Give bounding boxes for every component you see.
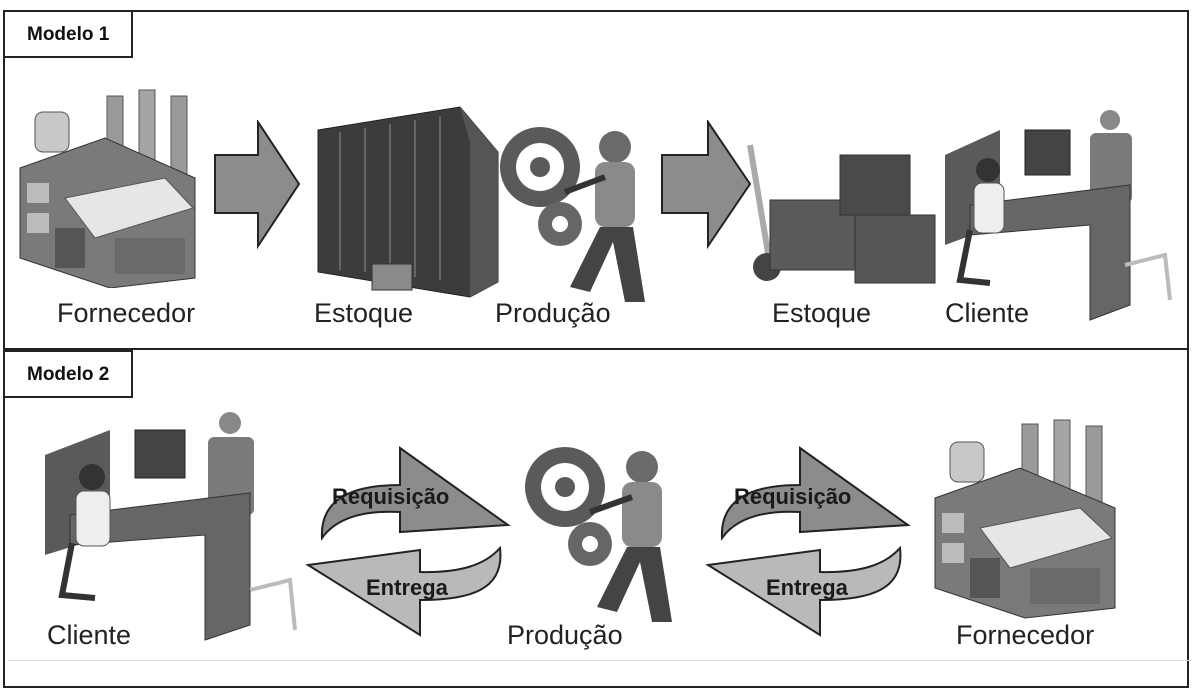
production-worker-icon-2 [525, 447, 672, 622]
request-text-right: Requisição [734, 484, 851, 509]
factory-icon [19, 89, 196, 288]
office-customer-icon-2 [45, 412, 297, 641]
label-production-2: Produção [507, 620, 623, 650]
delivery-text-left: Entrega [366, 575, 449, 600]
label-stock-in: Estoque [314, 298, 414, 328]
production-worker-icon [500, 127, 645, 302]
label-customer-2: Cliente [47, 620, 132, 650]
factory-icon-2 [934, 419, 1116, 619]
divider [8, 660, 1192, 661]
flow-arrow-1 [214, 120, 301, 250]
flow-arrow-2 [661, 120, 752, 250]
boxes-handtruck-icon [747, 144, 936, 284]
container-icon [317, 106, 499, 298]
label-production: Produção [495, 298, 611, 328]
delivery-text-right: Entrega [766, 575, 849, 600]
label-supplier-2: Fornecedor [956, 620, 1095, 650]
label-supplier: Fornecedor [57, 298, 196, 328]
delivery-arrow-right [705, 545, 902, 637]
office-customer-icon [945, 110, 1172, 321]
request-text-left: Requisição [332, 484, 449, 509]
delivery-arrow-left [305, 545, 502, 637]
exchange-arrows-left: Requisição Entrega [305, 446, 511, 637]
request-arrow-right [720, 446, 911, 541]
exchange-arrows-right: Requisição Entrega [705, 446, 911, 637]
label-customer: Cliente [945, 298, 1030, 328]
model-2-title: Modelo 2 [3, 350, 134, 398]
request-arrow-left [320, 446, 511, 541]
model-1-title: Modelo 1 [3, 10, 134, 58]
label-stock-out: Estoque [772, 298, 872, 328]
